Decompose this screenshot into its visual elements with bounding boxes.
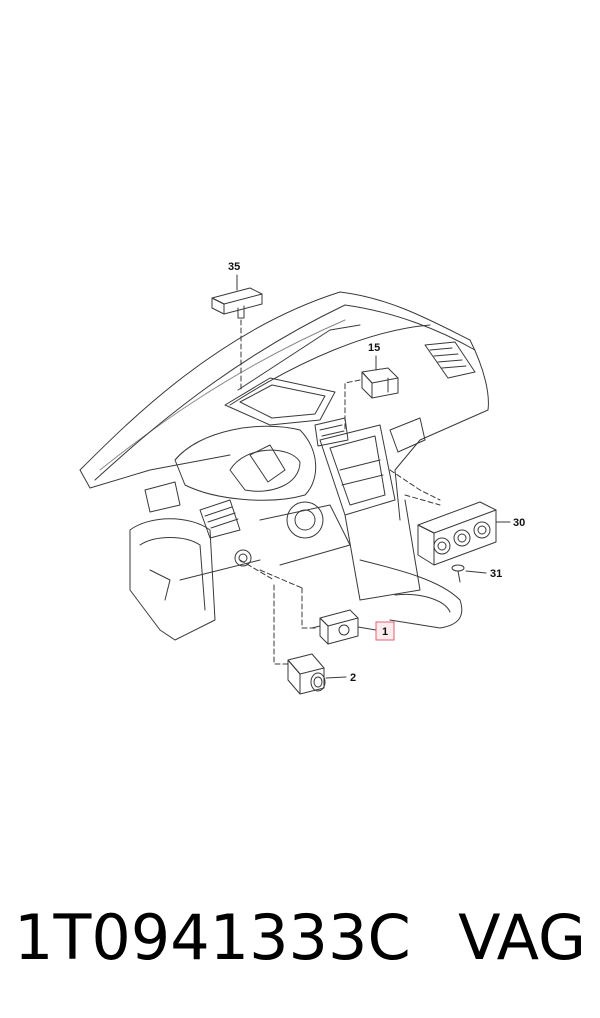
callout-1: 1 [382, 626, 388, 638]
callout-15: 15 [368, 342, 380, 354]
steering-area [174, 425, 351, 566]
part-30-climate-panel [404, 494, 511, 566]
part-15-switch [344, 355, 399, 431]
instrument-hood [224, 377, 336, 426]
callout-30: 30 [513, 517, 525, 529]
part-2-rotary-switch [273, 584, 347, 695]
part-number: 1T0941333C [14, 901, 411, 974]
callout-1-highlight-box [375, 621, 395, 641]
brand-name: VAG [458, 901, 586, 974]
left-knee-panel [129, 518, 261, 641]
part-35-sensor [211, 274, 263, 393]
center-console [314, 417, 463, 629]
part-caption: 1T0941333C VAG [0, 888, 600, 988]
part-1-light-switch [301, 587, 377, 645]
callout-31: 31 [490, 568, 502, 580]
dashboard-outline [79, 291, 489, 521]
callout-35: 35 [228, 261, 240, 273]
callout-2: 2 [350, 672, 356, 684]
guide-lines [239, 469, 441, 589]
left-vents [144, 481, 241, 539]
part-31-screw [451, 564, 487, 583]
